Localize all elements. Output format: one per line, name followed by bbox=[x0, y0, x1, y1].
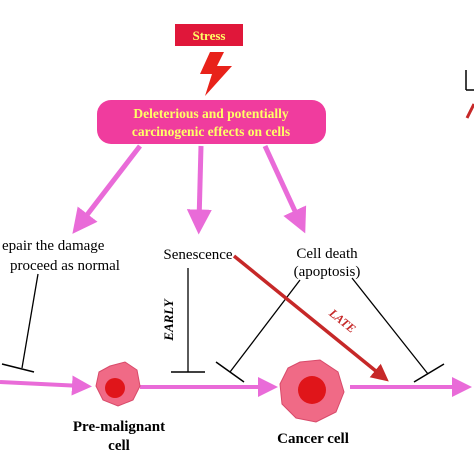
cell-death-label-line1: Cell death bbox=[296, 246, 358, 262]
cancer-nucleus bbox=[298, 376, 326, 404]
stress-box bbox=[175, 24, 243, 46]
arrow-to-senescence bbox=[186, 145, 212, 235]
effects-box bbox=[97, 100, 326, 144]
inhibit-repair-line bbox=[21, 273, 39, 369]
premalignant-label-line2: cell bbox=[108, 438, 130, 454]
premalignant-label-line1: Pre-malignant bbox=[73, 419, 165, 435]
late-label: LATE bbox=[326, 305, 359, 335]
repair-label-line2: proceed as normal bbox=[10, 258, 120, 274]
repair-label-line1: epair the damage bbox=[2, 238, 105, 254]
early-label: EARLY bbox=[161, 298, 176, 341]
inhibit-repair-bar bbox=[1, 363, 35, 373]
senescence-label: Senescence bbox=[163, 247, 232, 263]
effects-text-line2: carcinogenic effects on cells bbox=[132, 124, 290, 139]
lightning-bolt-icon bbox=[200, 52, 232, 96]
progression-arrow-1 bbox=[0, 375, 92, 396]
inhibit-celldeath-right-line bbox=[351, 277, 429, 375]
stress-label: Stress bbox=[193, 28, 226, 43]
effects-text-line1: Deleterious and potentially bbox=[133, 106, 288, 121]
arrow-to-repair bbox=[72, 144, 142, 234]
inhibit-celldeath-left-line bbox=[229, 279, 301, 373]
cancer-cell-label: Cancer cell bbox=[277, 431, 349, 447]
inhibit-celldeath-left-bar bbox=[215, 361, 245, 383]
premalignant-nucleus bbox=[105, 378, 125, 398]
late-arrow bbox=[232, 254, 389, 382]
edge-red-arrow-fragment bbox=[465, 103, 474, 119]
inhibit-celldeath-right-bar bbox=[413, 363, 445, 383]
arrow-to-cell-death bbox=[262, 144, 307, 234]
cell-death-label-line2: (apoptosis) bbox=[294, 264, 361, 280]
